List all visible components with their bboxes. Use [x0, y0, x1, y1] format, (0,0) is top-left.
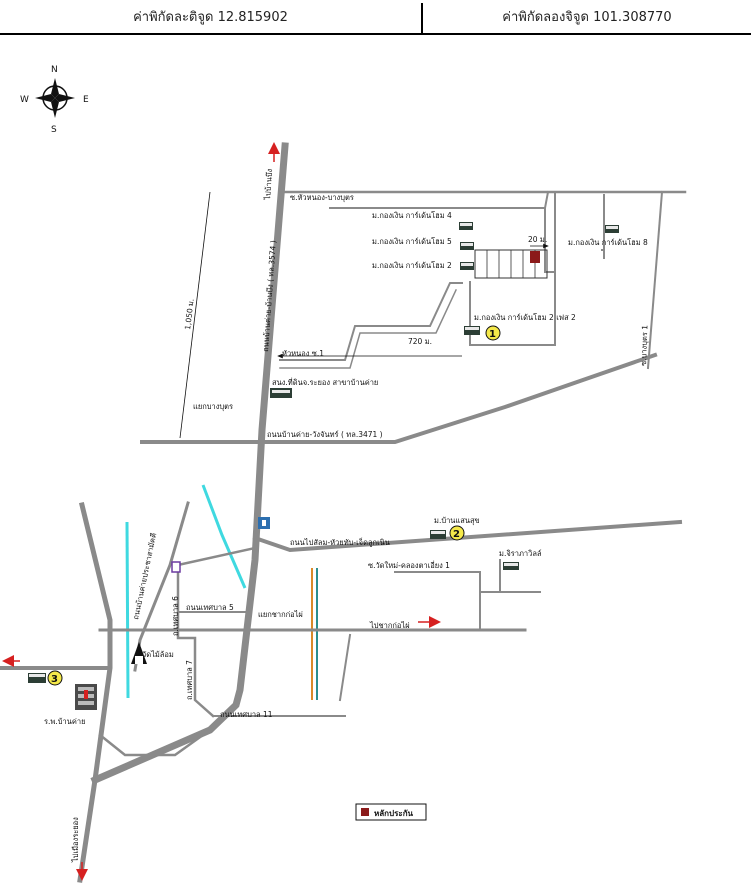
- building-icon: [460, 242, 474, 250]
- label-garden-home-4: ม.กองเงิน การ์เด้นโฮม 4: [372, 211, 452, 220]
- distance-720: 720 ม.: [277, 337, 462, 359]
- label-municipal-7: ถ.เทศบาล 7: [185, 660, 194, 700]
- building-icons: [28, 222, 619, 710]
- building-icon: [459, 222, 473, 230]
- temple-icon: [131, 642, 147, 664]
- place-labels: ม.กองเงิน การ์เด้นโฮม 4 ม.กองเงิน การ์เด…: [44, 211, 648, 726]
- distance-20-label: 20 ม.: [528, 235, 547, 244]
- label-bang-but-1: ซ.บางบุตร 1: [639, 325, 649, 366]
- school-icon: [171, 561, 181, 573]
- marker-3: 3: [51, 674, 58, 685]
- label-land-office: สนง.ที่ดินจ.ระยอง สาขาบ้านค่าย: [272, 377, 378, 387]
- building-icon: [270, 388, 292, 398]
- label-wat-nong-lalok: วัดไม้ล้อม: [142, 650, 174, 659]
- coordinate-divider: [421, 3, 423, 34]
- label-ban-saensuk: ม.บ้านแสนสุข: [434, 516, 480, 525]
- building-icon: [430, 530, 446, 539]
- latitude-label: ค่าพิกัดละติจูด 12.815902: [133, 10, 288, 25]
- markers: 1 2 3: [47, 325, 501, 686]
- label-chirapa-villa: ม.จิราภาวิลล์: [499, 549, 542, 558]
- building-icon: [503, 562, 519, 570]
- label-soi-hua-nong: ซ.หัวหนอง-บางบุตร: [290, 193, 354, 202]
- compass-rose: N S W E: [20, 65, 89, 135]
- label-to-chak-ko-phai: ไปชากก่อไผ่: [369, 621, 410, 630]
- roads: [0, 142, 687, 883]
- label-bang-but-junction: แยกบางบุตร: [193, 402, 233, 411]
- building-icon: [605, 225, 619, 233]
- compass-e: E: [83, 95, 89, 105]
- label-bypass: ถนนไปสัลม-หัวยทับ-เจ็ดลูกเนิน: [290, 537, 390, 547]
- building-icon: [464, 326, 480, 335]
- distance-1050: 1,050 ม.: [179, 191, 211, 439]
- label-to-rayong: ไปเมืองระยอง: [71, 817, 80, 863]
- road-labels: ไปบ้านบึง ถนนบ้านค่าย-บ้านบึง ( ทล.3574 …: [71, 168, 649, 863]
- rail-lines: [311, 568, 318, 700]
- legend-collateral-label: หลักประกัน: [374, 809, 414, 818]
- police-icon: [258, 517, 270, 529]
- label-chak-ko-phai-junction: แยกชากก่อไผ่: [258, 610, 303, 619]
- distance-1050-label: 1,050 ม.: [183, 298, 196, 330]
- label-garden-home-2-phase-2: ม.กองเงิน การ์เด้นโฮม 2 เฟส 2: [474, 313, 576, 322]
- compass-n: N: [51, 65, 58, 75]
- label-garden-home-2: ม.กองเงิน การ์เด้นโฮม 2: [372, 261, 452, 270]
- label-hua-nong-soi-1: หัวหนอง ซ.1: [282, 349, 324, 358]
- label-garden-home-8: ม.กองเงิน การ์เด้นโฮม 8: [568, 238, 648, 247]
- collateral-plot: [530, 251, 540, 263]
- hospital-icon: [75, 684, 97, 710]
- distance-20: 20 ม.: [528, 235, 549, 249]
- marker-1: 1: [489, 329, 496, 340]
- label-municipal-6: ถ.เทศบาล 6: [171, 596, 180, 636]
- compass-s: S: [51, 125, 57, 135]
- longitude-label: ค่าพิกัดลองจิจูด 101.308770: [502, 10, 672, 25]
- direction-arrows: [2, 142, 441, 881]
- legend-collateral-swatch: [361, 808, 369, 816]
- label-highway-3471: ถนนบ้านค่าย-วังจันทร์ ( ทล.3471 ): [267, 430, 383, 439]
- label-municipal-5: ถนนเทศบาล 5: [186, 603, 234, 612]
- plot-grid: [474, 249, 548, 279]
- canals: [125, 484, 247, 699]
- coordinate-bar-border: [0, 33, 751, 35]
- compass-w: W: [20, 95, 29, 105]
- marker-2: 2: [453, 529, 460, 540]
- label-municipal-11: ถนนเทศบาล 11: [220, 710, 273, 719]
- building-icon: [460, 262, 474, 270]
- label-wat-mai: ซ.วัดใหม่-คลองตาเอี่ยง 1: [368, 560, 450, 570]
- coordinate-bar: ค่าพิกัดละติจูด 12.815902 ค่าพิกัดลองจิจ…: [0, 0, 751, 36]
- label-garden-home-5: ม.กองเงิน การ์เด้นโฮม 5: [372, 237, 452, 246]
- label-to-ban-bueng: ไปบ้านบึง: [263, 168, 274, 201]
- legend: หลักประกัน: [355, 803, 427, 821]
- distance-720-label: 720 ม.: [408, 337, 432, 346]
- building-icon: [28, 673, 46, 683]
- label-hospital: ร.พ.บ้านค่าย: [44, 717, 85, 726]
